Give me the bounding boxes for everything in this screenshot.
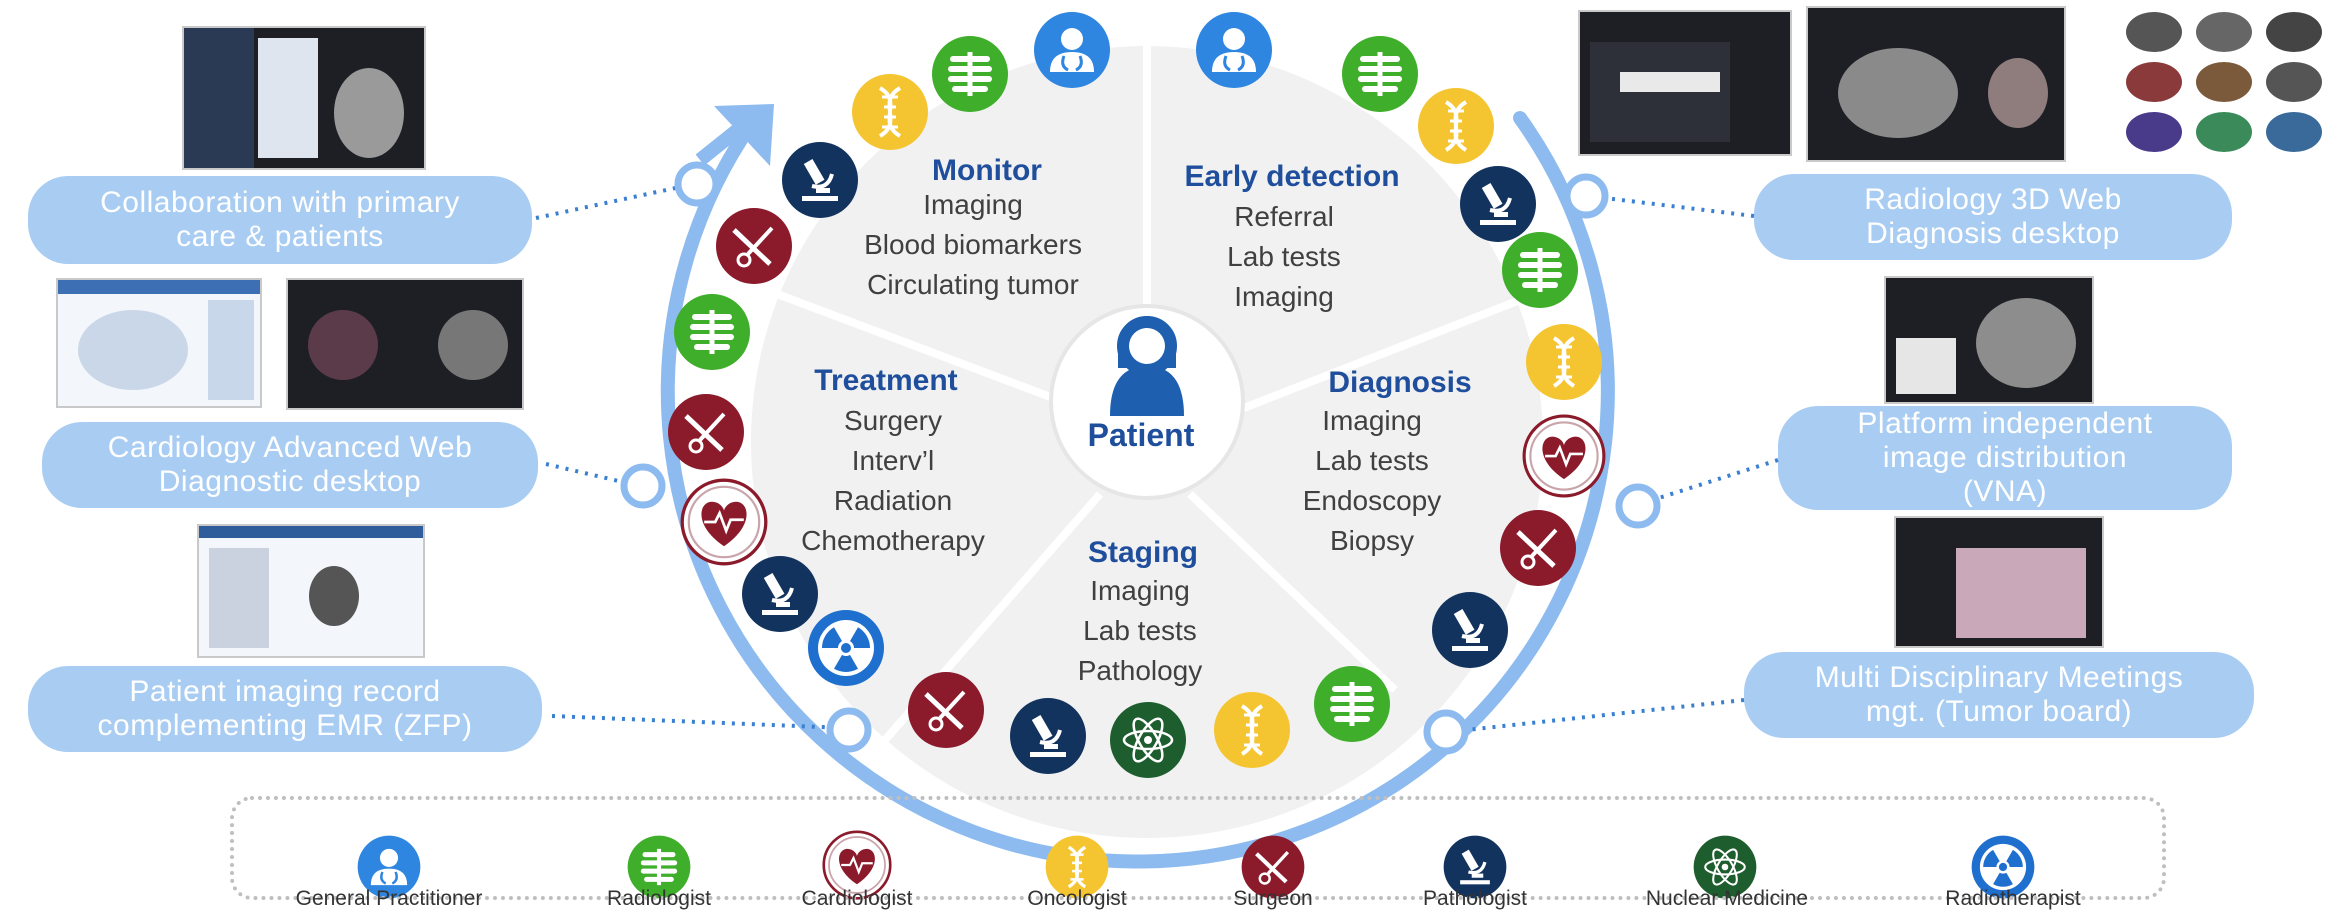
dna-icon — [850, 72, 930, 152]
scalpel-scissors-icon — [908, 672, 984, 748]
screenshot-vna — [1884, 276, 2094, 404]
heart-icon — [680, 478, 768, 566]
sector-line: Imaging — [1234, 281, 1334, 312]
ring-arrow-head — [714, 104, 774, 166]
dna-icon — [1524, 322, 1604, 402]
sector-line: Lab tests — [1227, 241, 1341, 272]
sector-title: Diagnosis — [1328, 366, 1471, 399]
screenshot-imaging-record — [197, 524, 425, 658]
sector-title: Early detection — [1184, 160, 1399, 193]
microscope-icon — [780, 140, 860, 220]
callout-radiology: Radiology 3D Web Diagnosis desktop — [1754, 174, 2232, 260]
legend-label-surgeon: Surgeon — [1233, 887, 1313, 910]
sector-line: Referral — [1234, 201, 1334, 232]
microscope-icon — [1430, 590, 1510, 670]
callout-collaboration: Collaboration with primary care & patien… — [28, 176, 532, 264]
callout-vna: Platform independent image distribution … — [1778, 406, 2232, 510]
doctor-icon — [1032, 10, 1112, 90]
scalpel-scissors-icon — [668, 394, 744, 470]
screenshot-cardiology-1 — [56, 278, 262, 408]
sector-title: Treatment — [814, 364, 957, 397]
callout-tumor-board: Multi Disciplinary Meetings mgt. (Tumor … — [1744, 652, 2254, 738]
legend-label-cardiologist: Cardiologist — [801, 887, 913, 910]
screenshot-tumor-board — [1894, 516, 2104, 648]
legend-label-nuclear-medicine: Nuclear Medicine — [1645, 887, 1809, 910]
scalpel-scissors-icon — [716, 208, 792, 284]
sector-line: Imaging — [923, 189, 1023, 220]
ribcage-icon — [674, 294, 750, 370]
sector-line: Interv’l — [852, 445, 934, 476]
screenshot-radiology-3 — [2120, 6, 2325, 158]
ribcage-icon — [1314, 666, 1390, 742]
doctor-icon — [1194, 10, 1274, 90]
sector-line: Imaging — [1090, 575, 1190, 606]
legend-box — [230, 796, 2166, 900]
legend-label-general-practitioner: General Practitioner — [295, 887, 483, 910]
sector-title: Monitor — [932, 154, 1042, 187]
sector-line: Imaging — [1322, 405, 1422, 436]
screenshot-radiology-1 — [1578, 10, 1792, 156]
heart-icon — [1522, 414, 1606, 498]
atom-icon — [1108, 700, 1188, 780]
microscope-icon — [1008, 696, 1088, 776]
callout-imaging-record-text: Patient imaging record complementing EMR… — [97, 675, 473, 742]
sector-line: Surgery — [844, 405, 942, 436]
sector-line: Lab tests — [1083, 615, 1197, 646]
ribcage-icon — [1502, 232, 1578, 308]
screenshot-collaboration — [182, 26, 426, 170]
sector-line: Endoscopy — [1303, 485, 1442, 516]
screenshot-radiology-2 — [1806, 6, 2066, 162]
callout-cardiology-text: Cardiology Advanced Web Diagnostic deskt… — [107, 431, 473, 498]
sector-line: Chemotherapy — [801, 525, 985, 556]
scalpel-scissors-icon — [1500, 510, 1576, 586]
callout-collaboration-text: Collaboration with primary care & patien… — [100, 186, 460, 253]
ribcage-icon — [1342, 36, 1418, 112]
sector-line: Pathology — [1078, 655, 1203, 686]
patient-icon — [1110, 316, 1184, 416]
legend-label-radiotherapist: Radiotherapist — [1945, 887, 2081, 910]
legend-label-radiologist: Radiologist — [607, 887, 711, 910]
legend-label-pathologist: Pathologist — [1423, 887, 1527, 910]
sector-line: Circulating tumor — [867, 269, 1079, 300]
sector-line: Radiation — [834, 485, 952, 516]
dna-icon — [1212, 690, 1292, 770]
sector-line: Blood biomarkers — [864, 229, 1082, 260]
legend-label-oncologist: Oncologist — [1027, 887, 1127, 910]
microscope-icon — [1458, 164, 1538, 244]
sector-title: Staging — [1088, 536, 1198, 569]
patient-label: Patient — [1088, 417, 1195, 453]
sector-line: Lab tests — [1315, 445, 1429, 476]
dna-icon — [1416, 86, 1496, 166]
sector-line: Biopsy — [1330, 525, 1414, 556]
radiation-icon — [808, 610, 884, 686]
callout-tumor-board-text: Multi Disciplinary Meetings mgt. (Tumor … — [1814, 661, 2184, 728]
connector-nodes — [620, 161, 1661, 755]
callout-radiology-text: Radiology 3D Web Diagnosis desktop — [1864, 183, 2122, 250]
callout-vna-text: Platform independent image distribution … — [1857, 407, 2153, 508]
screenshot-cardiology-2 — [286, 278, 524, 410]
callout-cardiology: Cardiology Advanced Web Diagnostic deskt… — [42, 422, 538, 508]
sector-texts: Monitor Imaging Blood biomarkers Circula… — [801, 154, 1472, 686]
ribcage-icon — [932, 36, 1008, 112]
microscope-icon — [740, 554, 820, 634]
callout-imaging-record: Patient imaging record complementing EMR… — [28, 666, 542, 752]
